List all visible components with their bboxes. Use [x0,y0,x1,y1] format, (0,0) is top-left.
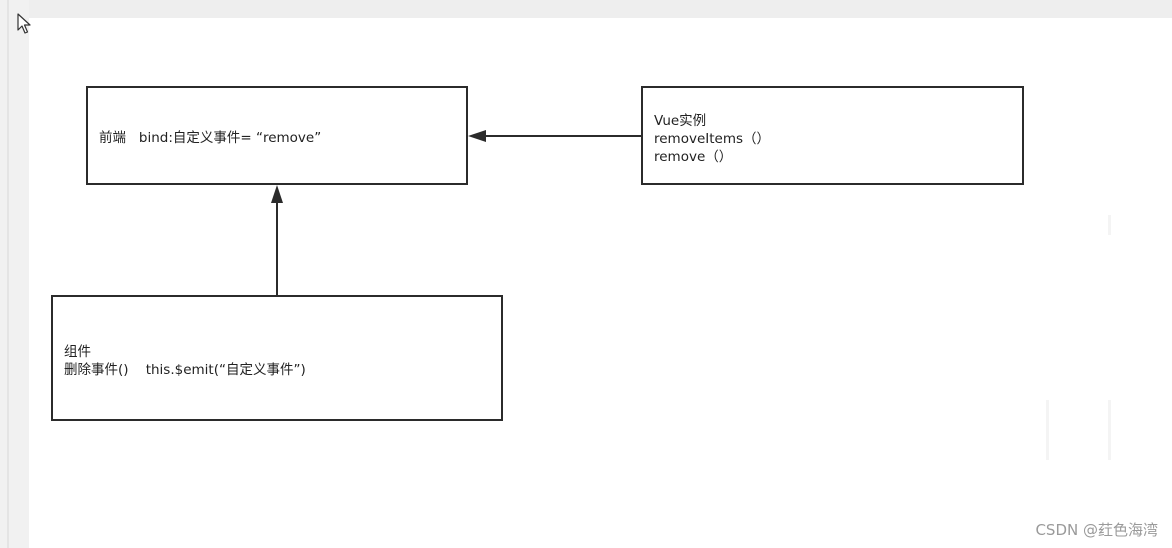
frontend-node[interactable]: 前端 bind:自定义事件= “remove” [86,86,468,185]
left-margin [0,0,29,548]
vue-instance-title: Vue实例 [654,113,707,129]
arrow-component-to-frontend[interactable] [271,185,283,295]
vue-instance-node[interactable]: Vue实例 removeItems（） remove（） [641,86,1024,185]
ghost-mark [1108,400,1111,460]
ghost-mark [1108,215,1111,235]
arrow-vue-to-frontend[interactable] [468,130,641,142]
component-node[interactable]: 组件 删除事件() this.$emit(“自定义事件”) [51,295,503,421]
mouse-cursor-icon [17,13,31,34]
vue-method-removeitems: removeItems（） [654,131,771,147]
component-emit-code: 删除事件() this.$emit(“自定义事件”) [64,362,306,378]
top-toolbar-strip [0,0,1172,18]
frontend-node-label: 前端 bind:自定义事件= “remove” [99,130,322,146]
csdn-watermark: CSDN @荭色海湾 [1035,521,1158,539]
left-ruler-line [7,0,9,548]
component-title: 组件 [64,344,91,360]
vue-method-remove: remove（） [654,149,733,165]
ghost-mark [1046,400,1049,460]
